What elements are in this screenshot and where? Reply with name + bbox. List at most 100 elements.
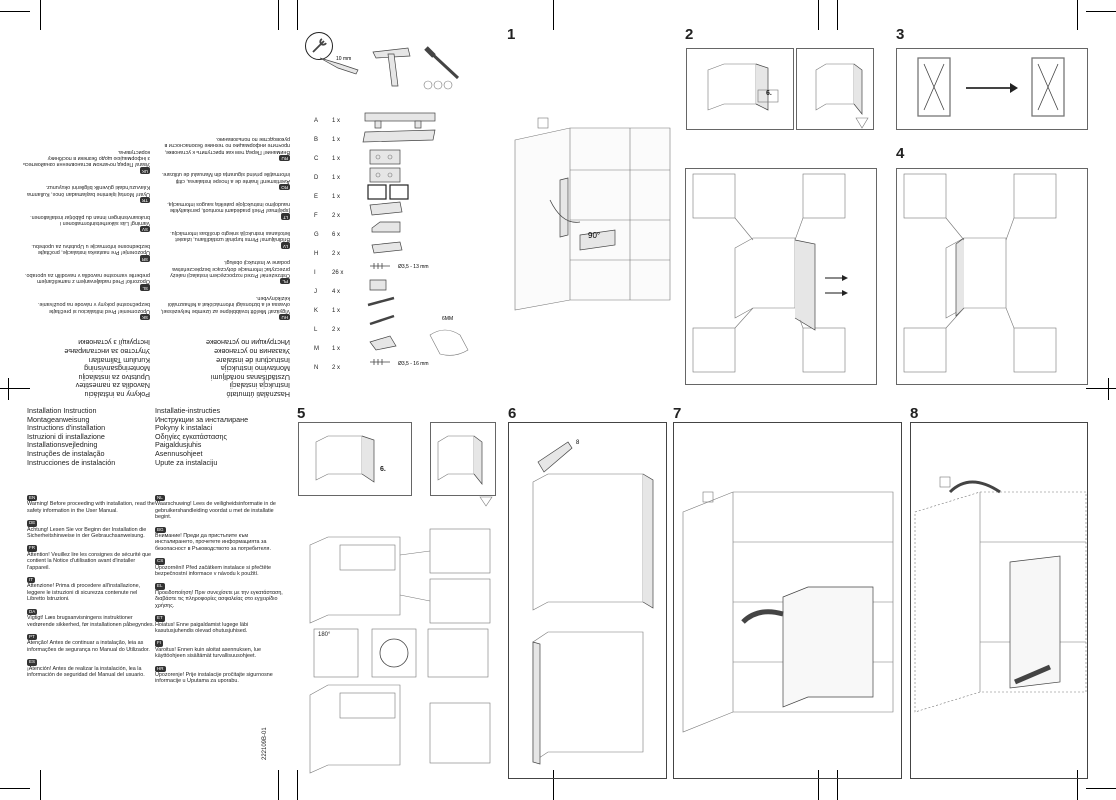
angle-90: 90° bbox=[588, 231, 600, 240]
warning-text: Atenção! Antes de continuar a instalação… bbox=[27, 640, 150, 653]
language-flag: SV bbox=[139, 225, 150, 233]
part-letter: D bbox=[314, 175, 319, 181]
install-title: Instrucciones de instalación bbox=[27, 457, 116, 467]
part-quantity: 1 x bbox=[332, 156, 341, 162]
warning-text: Vigtigt! Læs brugsanvisningens instrukti… bbox=[27, 615, 155, 628]
step-1-diagram: 90° bbox=[514, 117, 671, 311]
step-5-box-a bbox=[298, 422, 412, 496]
step-5-main-diagram bbox=[309, 528, 491, 774]
part-quantity: 2 x bbox=[332, 327, 341, 333]
warning-text: Attenzione! Prima di procedere all'insta… bbox=[27, 583, 141, 603]
language-flag: RO bbox=[279, 183, 290, 191]
install-title-flipped: Navodila za namestitev bbox=[75, 381, 150, 391]
install-title: Installation Instruction bbox=[27, 406, 97, 415]
install-title-flipped: Упутство за инсталирање bbox=[64, 347, 150, 357]
tools-icon-circle bbox=[305, 32, 333, 60]
install-title-flipped: Uzstādīšanas norādījumi bbox=[210, 372, 290, 382]
language-flag: LT bbox=[281, 213, 290, 220]
part-quantity: 1 x bbox=[332, 137, 341, 143]
step-3-diagram bbox=[917, 57, 1065, 117]
warning-text: Attention! Veuillez lire les consignes d… bbox=[27, 551, 152, 571]
dim-screw-16: Ø3,5 - 16 mm bbox=[398, 361, 429, 367]
part-letter: A bbox=[314, 118, 319, 124]
part-letter: K bbox=[314, 308, 319, 314]
install-title-flipped: Instrukcja instalacji bbox=[229, 381, 290, 391]
warning-text: Opozorilo! Pred nadaljevanjem z nameščan… bbox=[25, 271, 150, 285]
install-title: Installatie-instructies bbox=[155, 406, 221, 415]
step-5-top-diagram bbox=[315, 435, 493, 507]
warning-text: Varoitus! Ennen kuin aloitat asennuksen,… bbox=[155, 646, 261, 660]
install-title: Installationsvejledning bbox=[27, 440, 98, 450]
part-quantity: 1 x bbox=[332, 175, 341, 181]
install-title-flipped: Указания по установке bbox=[214, 347, 290, 357]
part-quantity: 2 x bbox=[332, 251, 341, 257]
dim-screw-13: Ø3,5 - 13 mm bbox=[398, 264, 429, 270]
language-flag: IT bbox=[27, 577, 35, 584]
parts-illustrations: Ø3,5 - 13 mm Ø3,5 - 16 mm 6MM bbox=[362, 112, 469, 367]
install-title-flipped: Kurulum Talimatları bbox=[88, 355, 150, 365]
warning-text: Achtung! Lesen Sie vor Beginn der Instal… bbox=[27, 526, 147, 540]
warning-text: Upozorenje! Prije instalacije pročitajte… bbox=[155, 671, 273, 685]
install-title-flipped: Montavimo instrukcija bbox=[220, 364, 290, 374]
step-6-frame bbox=[508, 422, 667, 779]
install-title: Pokyny k instalaci bbox=[155, 423, 213, 433]
part-letter: I bbox=[314, 270, 316, 276]
language-flag: RU bbox=[279, 154, 290, 162]
step-number-4: 4 bbox=[896, 145, 905, 162]
language-flag: PL bbox=[280, 277, 290, 285]
language-flag: SL bbox=[140, 284, 150, 291]
language-flag: SK bbox=[139, 313, 150, 320]
language-flag: FI bbox=[155, 640, 163, 647]
install-title-flipped: Monteringsanvisning bbox=[84, 364, 150, 374]
language-flag: ET bbox=[155, 615, 165, 622]
part-quantity: 6 x bbox=[332, 232, 341, 238]
language-flag: DA bbox=[27, 608, 38, 616]
install-title-flipped: Pokyny na inštaláciu bbox=[84, 390, 150, 399]
warning-text: Įspėjimas! Prieš pradėdami montuoti, per… bbox=[167, 200, 290, 214]
language-flag: LV bbox=[280, 242, 290, 249]
language-flag: HR bbox=[155, 665, 166, 672]
step-number-3: 3 bbox=[896, 26, 905, 43]
language-flag: TR bbox=[140, 196, 150, 204]
install-title: Asennusohjeet bbox=[155, 448, 203, 458]
install-title-flipped: Инструкции по установке bbox=[205, 338, 290, 348]
warning-text: Hoiatus! Enne paigaldamist lugege läbi k… bbox=[155, 621, 249, 634]
warning-text: Waarschuwing! Lees de veiligheidsinforma… bbox=[155, 501, 276, 521]
warning-text: Ostrzeżenie! Przed rozpoczęciem instalac… bbox=[170, 259, 290, 278]
step-8-frame bbox=[910, 422, 1088, 779]
ref-step-6-badge: 6. bbox=[766, 90, 772, 97]
language-flag: NL bbox=[155, 495, 165, 502]
warning-block: ES¡Atención! Antes de realizar la instal… bbox=[27, 659, 155, 678]
step-2-box-a bbox=[686, 48, 794, 130]
dim-6mm: 6MM bbox=[442, 316, 453, 322]
warning-text: Avertisment! Înainte de a începe instala… bbox=[161, 171, 290, 184]
part-quantity: 1 x bbox=[332, 346, 341, 352]
part-letter: H bbox=[314, 251, 319, 257]
step-2-diagram bbox=[707, 63, 869, 129]
language-flag: BG bbox=[155, 526, 166, 534]
step-4b-diagram bbox=[903, 173, 1057, 373]
language-flag: EN bbox=[27, 495, 38, 502]
language-flag: SR bbox=[139, 255, 150, 262]
step-number-6: 6 bbox=[508, 405, 517, 422]
warning-text: Warning! Before proceeding with installa… bbox=[27, 501, 155, 514]
install-title: Montageanweisung bbox=[27, 414, 90, 424]
